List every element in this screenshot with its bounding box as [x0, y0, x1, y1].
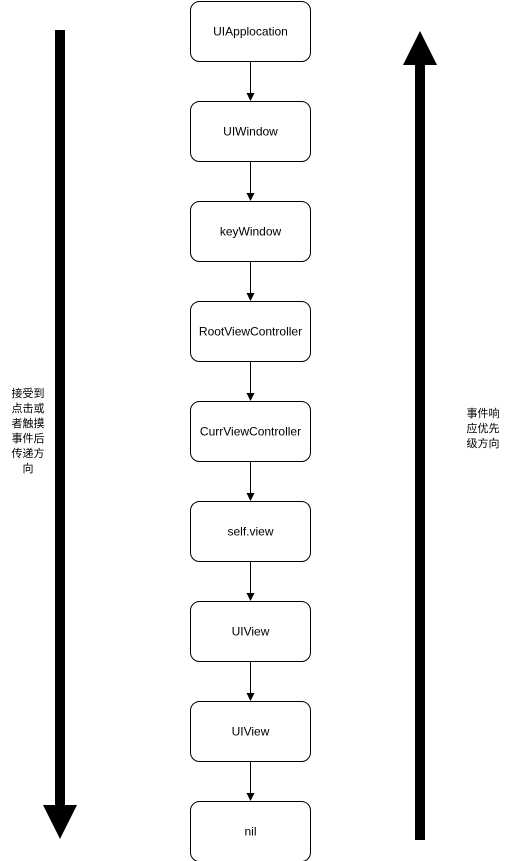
node-label: UIWindow [223, 125, 278, 139]
right-arrow-shaft [415, 60, 425, 840]
node-label: UIView [232, 625, 270, 639]
node-box [190, 501, 311, 562]
node-keywindow: keyWindow [190, 201, 311, 262]
node-box [190, 401, 311, 462]
node-box [190, 801, 311, 861]
node-box [190, 201, 311, 262]
right-up-arrow [403, 31, 437, 840]
node-uiwindow: UIWindow [190, 101, 311, 162]
node-label: UIView [232, 725, 270, 739]
node-uiview-1: UIView [190, 601, 311, 662]
right-arrow-label: 事件响 应优先 级方向 [466, 407, 500, 450]
left-arrow-shaft [55, 30, 65, 810]
left-down-arrow [43, 30, 77, 839]
node-uiview-2: UIView [190, 701, 311, 762]
node-label: UIApplocation [213, 25, 288, 39]
node-box [190, 301, 311, 362]
node-label: CurrViewController [200, 425, 301, 439]
node-box [190, 601, 311, 662]
node-self-view: self.view [190, 501, 311, 562]
node-box [190, 1, 311, 62]
node-box [190, 701, 311, 762]
node-rootviewcontroller: RootViewController [190, 301, 311, 362]
node-label: RootViewController [199, 325, 302, 339]
right-arrow-head [403, 31, 437, 65]
node-box [190, 101, 311, 162]
left-arrow-head [43, 805, 77, 839]
node-label: nil [244, 825, 256, 839]
node-label: keyWindow [220, 225, 282, 239]
node-uiapplication: UIApplocation [190, 1, 311, 62]
node-label: self.view [227, 525, 273, 539]
left-arrow-label: 接受到 点击或 者触摸 事件后 传递方 向 [11, 387, 45, 475]
node-currviewcontroller: CurrViewController [190, 401, 311, 462]
node-nil: nil [190, 801, 311, 861]
